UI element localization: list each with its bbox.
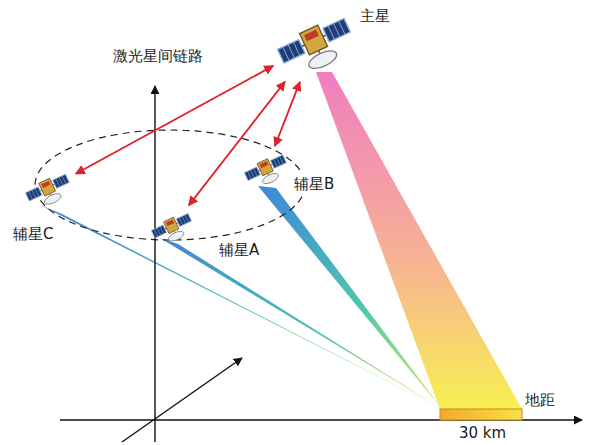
solar-panel <box>151 225 166 238</box>
satellite-body <box>24 172 72 210</box>
bus-detail <box>166 220 174 226</box>
beam-b <box>258 186 442 409</box>
satellite-icon <box>150 207 194 247</box>
ground-swath <box>440 409 522 420</box>
dimension-label: 30 km <box>458 423 507 443</box>
satellite-label: 辅星A <box>218 240 260 260</box>
satellite-body <box>243 152 289 190</box>
satellite-node: 辅星B <box>243 148 338 196</box>
satellite-icon <box>275 8 355 78</box>
panel-grid <box>185 215 188 222</box>
satellite-node: 辅星C <box>12 168 74 246</box>
beam-a <box>160 238 442 409</box>
panel-grid <box>56 179 60 187</box>
panel-grid <box>160 226 163 233</box>
antenna-dish <box>261 171 280 185</box>
link-caption: 激光星间链路 <box>112 46 204 66</box>
satellite-bus <box>257 159 273 176</box>
solar-panel <box>278 40 305 63</box>
panel-grid <box>280 156 284 164</box>
antenna-dish <box>43 192 63 207</box>
panel-grid <box>248 171 252 179</box>
solar-panel <box>323 18 350 41</box>
solar-panel <box>26 187 42 201</box>
solar-panel <box>244 167 260 180</box>
satellite-bus <box>300 25 328 55</box>
axis-label: 地距 <box>524 390 556 410</box>
panel-grid <box>293 42 299 56</box>
panel-grid <box>333 23 339 37</box>
panel-grid <box>29 191 33 199</box>
bus-detail <box>41 181 50 188</box>
axis-vertical <box>154 86 155 442</box>
satellite-body <box>275 14 355 78</box>
axis-depth <box>122 358 242 442</box>
antenna-dish <box>306 47 339 72</box>
antenna-dish <box>167 229 185 243</box>
solar-panel <box>271 155 287 168</box>
solar-panel <box>53 174 69 188</box>
satellite-icon <box>243 148 289 190</box>
satellite-label: 辅星B <box>293 174 335 194</box>
panel-grid <box>254 168 258 176</box>
panel-grid <box>182 216 185 223</box>
panel-grid <box>32 190 36 198</box>
solar-panel <box>176 213 191 226</box>
panel-grid <box>62 176 66 184</box>
laser-link <box>76 66 273 174</box>
laser-link <box>189 82 285 206</box>
formation-orbit <box>35 130 305 240</box>
panel-grid <box>59 177 63 185</box>
panel-grid <box>179 218 182 225</box>
panel-grid <box>35 188 39 196</box>
satellite-body <box>150 211 194 247</box>
laser-link <box>275 82 300 146</box>
panel-grid <box>274 159 278 167</box>
beam-main <box>316 72 522 409</box>
panel-grid <box>157 228 160 235</box>
satellite-node: 主星 <box>275 4 393 80</box>
bus-detail <box>304 30 319 42</box>
satellite-bus <box>164 217 179 233</box>
satellite-icon <box>24 168 72 210</box>
panel-grid <box>251 170 255 178</box>
satellite-node: 辅星A <box>150 207 263 262</box>
satellite-bus <box>39 178 56 196</box>
panel-grid <box>154 229 157 236</box>
panel-grid <box>328 26 334 40</box>
panel-grid <box>288 45 294 59</box>
satellite-label: 主星 <box>359 6 391 26</box>
panel-grid <box>283 47 289 61</box>
satellite-label: 辅星C <box>12 224 54 244</box>
panel-grid <box>339 21 345 35</box>
bus-detail <box>260 161 269 168</box>
beam-c <box>40 205 442 409</box>
panel-grid <box>277 158 281 166</box>
